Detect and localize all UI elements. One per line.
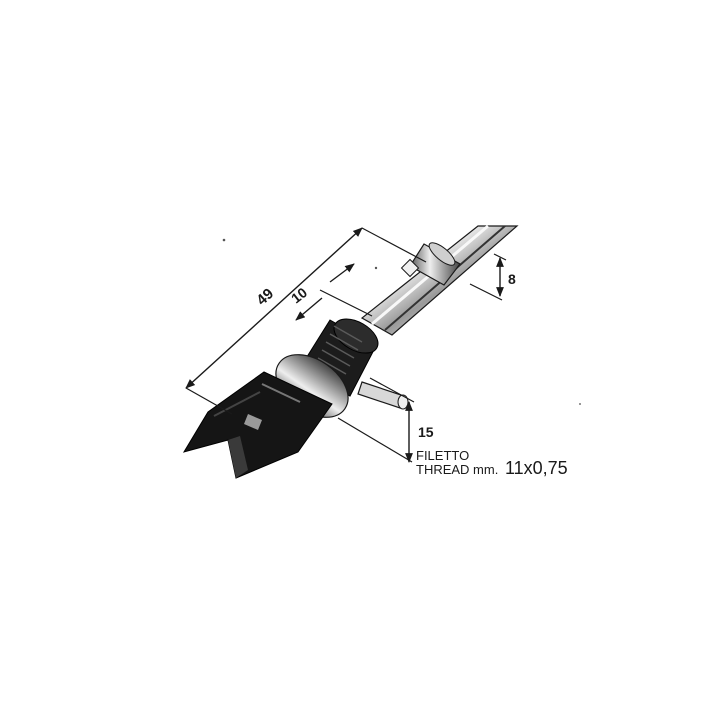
thread-note-line1: FILETTO: [416, 448, 469, 463]
dimension-15: 15: [337, 377, 434, 463]
shaft: [360, 224, 519, 336]
dim-49-label: 49: [253, 285, 277, 309]
dimension-8: 8: [469, 253, 516, 301]
thread-note-prefix: THREAD mm.: [416, 462, 498, 477]
dim-8-label: 8: [508, 271, 516, 287]
dimension-49: 49: [185, 227, 427, 415]
dimension-10: 10: [288, 263, 373, 321]
dim-49-line: [185, 227, 363, 389]
side-pin: [357, 381, 409, 410]
dim-15-label: 15: [418, 424, 434, 440]
thread-note-line2: THREAD mm. 11x0,75: [416, 458, 568, 478]
dim-10-label: 10: [288, 284, 310, 306]
thread-note: FILETTO THREAD mm. 11x0,75: [416, 448, 568, 478]
thread-note-value: 11x0,75: [505, 458, 568, 478]
cone-body: [182, 371, 333, 479]
